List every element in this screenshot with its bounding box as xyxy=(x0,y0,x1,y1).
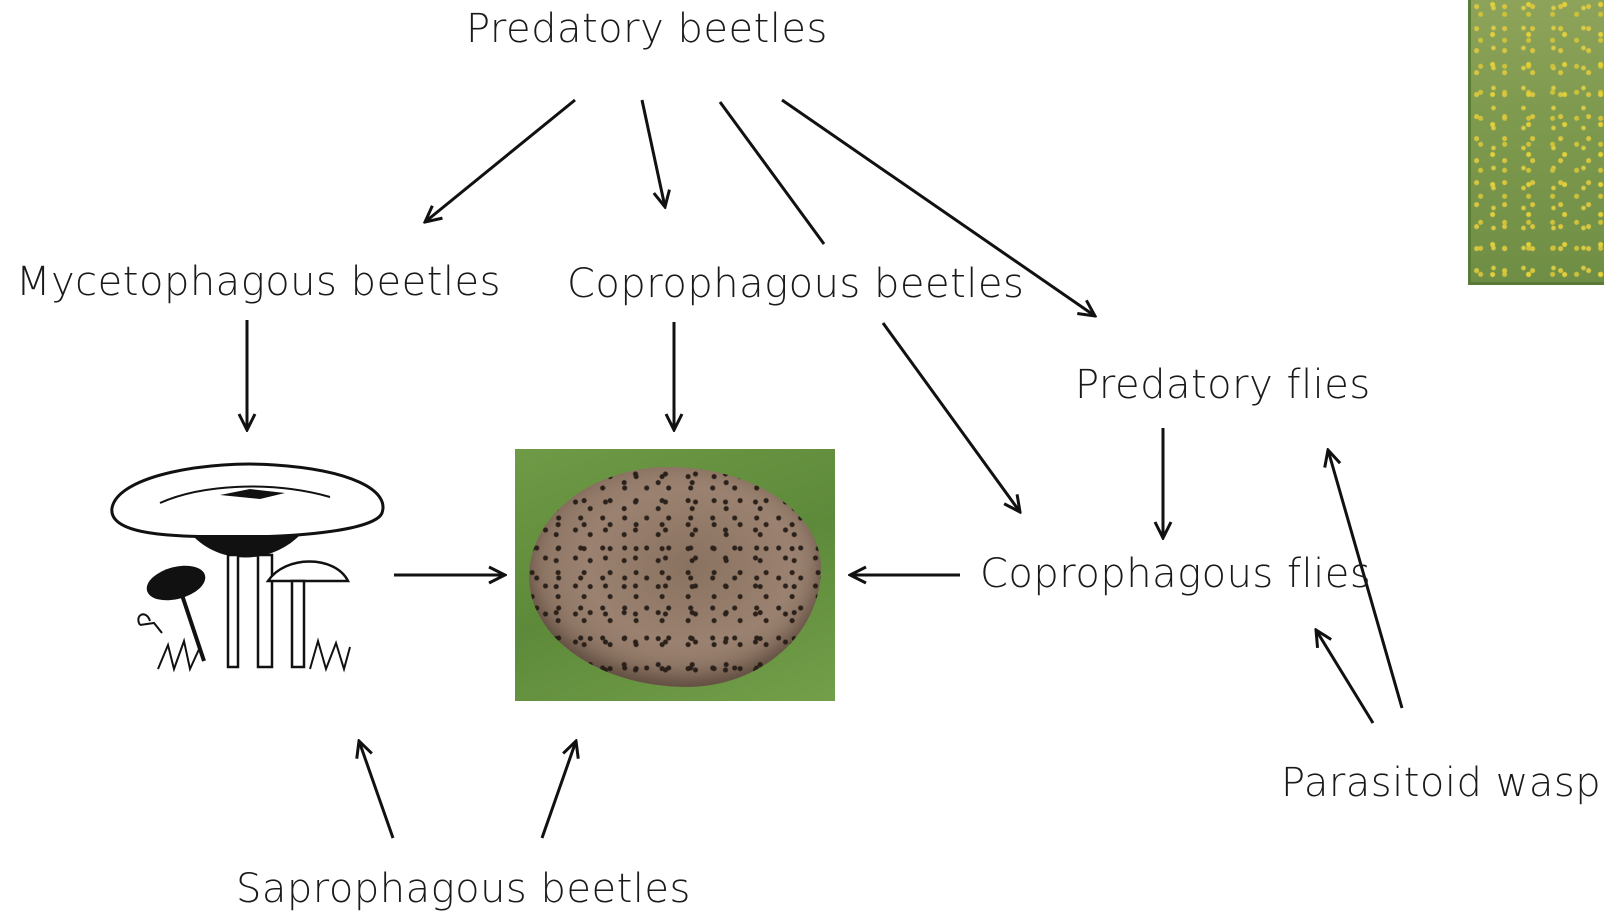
line-predbeetles-to-copbeetles xyxy=(720,102,824,244)
arrow-copbeetles-to-copflies xyxy=(883,323,1020,512)
label-coprophagous-flies: Coprophagous flies xyxy=(980,554,1371,594)
label-saprophagous-beetles: Saprophagous beetles xyxy=(236,869,691,909)
label-predatory-beetles: Predatory beetles xyxy=(466,9,828,49)
label-parasitoid-wasps: Parasitoid wasps xyxy=(1281,763,1604,803)
label-mycetophagous-beetles: Mycetophagous beetles xyxy=(16,262,501,302)
arrow-predbeetles-to-dung xyxy=(642,100,665,207)
label-predatory-flies: Predatory flies xyxy=(1075,365,1371,405)
label-coprophagous-beetles: Coprophagous beetles xyxy=(567,264,1024,304)
arrow-saprobeetles-to-dung xyxy=(542,741,576,838)
arrow-predbeetles-to-mycbeetles xyxy=(425,100,575,222)
arrow-wasps-to-copflies xyxy=(1316,630,1373,723)
arrow-saprobeetles-to-mushroom xyxy=(359,741,393,838)
